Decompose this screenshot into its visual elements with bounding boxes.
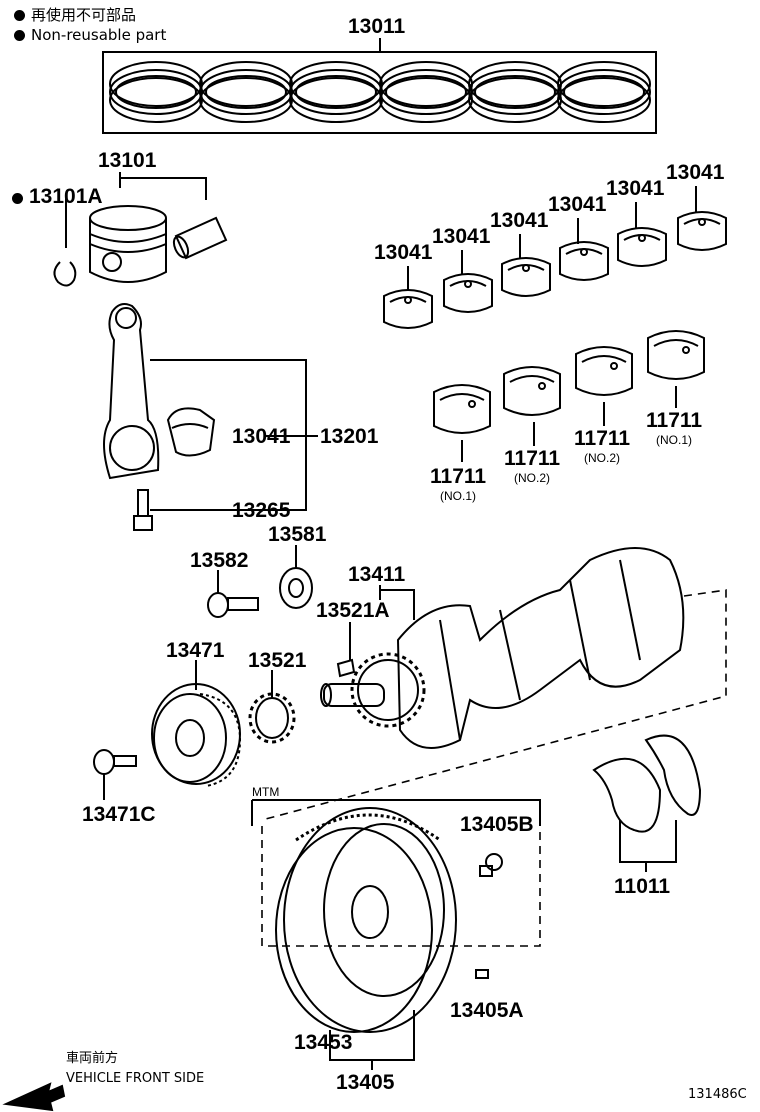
- crankshaft: [320, 547, 685, 749]
- main-bearings-upper: [383, 211, 727, 329]
- label-13101A: 13101A: [12, 186, 103, 207]
- label-13201: 13201: [320, 425, 379, 448]
- label-13101: 13101: [98, 149, 157, 172]
- front-arrow-icon: [2, 1082, 66, 1112]
- pulley-bolt: [93, 749, 137, 800]
- label-13521: 13521: [248, 649, 307, 672]
- label-13471C: 13471C: [82, 803, 156, 826]
- label-13453: 13453: [294, 1031, 353, 1054]
- label-13471: 13471: [166, 639, 225, 662]
- label-11711-d-sub: (NO.1): [656, 433, 692, 447]
- legend-jp: 再使用不可部品: [14, 8, 136, 23]
- label-11711-b: 11711: [504, 447, 561, 470]
- bullet-icon: [14, 30, 25, 41]
- front-label-en: VEHICLE FRONT SIDE: [66, 1071, 205, 1086]
- rod-bolt: [133, 489, 153, 531]
- bullet-icon: [14, 10, 25, 21]
- label-13041-rod: 13041: [232, 425, 291, 448]
- flywheel-bolt-13405B: [479, 853, 503, 877]
- label-13265: 13265: [232, 499, 291, 522]
- dowel-pin-13405A: [475, 969, 489, 979]
- label-11711-a-sub: (NO.1): [440, 489, 476, 503]
- oil-pump-drive-gear: [279, 545, 313, 609]
- label-13581: 13581: [268, 523, 327, 546]
- label-13011: 13011: [348, 15, 406, 38]
- label-13582: 13582: [190, 549, 249, 572]
- label-13405B: 13405B: [460, 813, 534, 836]
- label-13041-4: 13041: [548, 193, 607, 216]
- label-13041-2: 13041: [432, 225, 491, 248]
- piston-pin: [172, 216, 228, 260]
- non-reusable-dot-icon: [12, 193, 23, 204]
- label-13405: 13405: [336, 1071, 395, 1094]
- label-13411: 13411: [348, 563, 406, 586]
- label-13041-1: 13041: [374, 241, 433, 264]
- label-13405A: 13405A: [450, 999, 524, 1022]
- label-mtm: MTM: [252, 785, 280, 799]
- label-11711-a: 11711: [430, 465, 487, 488]
- label-13041-6: 13041: [666, 161, 725, 184]
- crank-timing-sprocket: [350, 652, 426, 728]
- label-11711-d: 11711: [646, 409, 703, 432]
- thrust-washers: [592, 734, 702, 872]
- connecting-rod: [103, 303, 160, 480]
- label-11711-c-sub: (NO.2): [584, 451, 620, 465]
- label-13521A: 13521A: [316, 599, 390, 622]
- crank-key: [336, 658, 356, 678]
- label-11711-b-sub: (NO.2): [514, 471, 550, 485]
- diagram-id: 131486C: [688, 1087, 747, 1102]
- piston-ring-set: [109, 61, 651, 123]
- crankshaft-pulley: [151, 660, 242, 787]
- crank-bolt-13582: [207, 570, 259, 618]
- crank-timing-sprocket-13521: [248, 670, 296, 744]
- label-13041-5: 13041: [606, 177, 665, 200]
- main-bearings-lower: [433, 330, 705, 434]
- label-13041-3: 13041: [490, 209, 549, 232]
- front-label-jp: 車両前方: [66, 1051, 119, 1066]
- snap-ring: [53, 198, 77, 287]
- flywheel: [275, 807, 457, 1033]
- legend-en: Non-reusable part: [14, 28, 166, 43]
- label-11011: 11011: [614, 875, 671, 898]
- label-11711-c: 11711: [574, 427, 631, 450]
- piston: [89, 205, 167, 283]
- rod-bearing: [166, 407, 216, 457]
